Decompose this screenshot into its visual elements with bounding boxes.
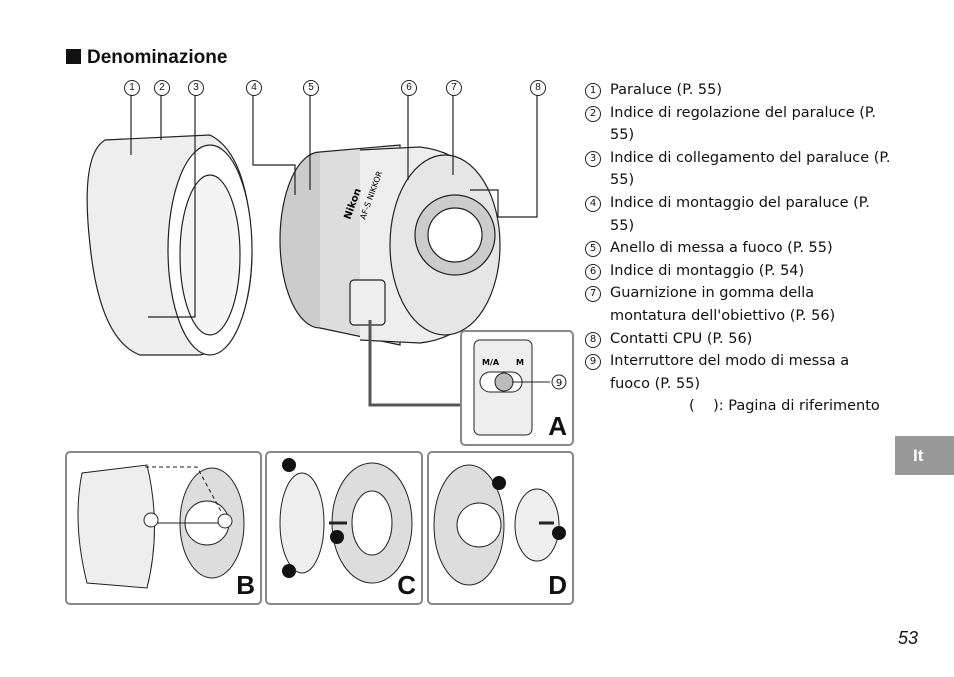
item-number: 3 <box>585 150 601 167</box>
list-item: 7 Guarnizione in gomma della montatura de… <box>585 282 870 327</box>
lens-cap-illustration <box>279 458 413 584</box>
item-number: 7 <box>585 286 601 303</box>
item-text: Contatti CPU (P. 56) <box>610 330 753 347</box>
item-number: 4 <box>585 195 601 212</box>
lens-illustration: Nikon AF-S NIKKOR <box>86 95 538 407</box>
list-item: 9 Interruttore del modo di messa a fuoco … <box>585 350 885 395</box>
list-item: 6 Indice di montaggio (P. 54) <box>585 260 900 283</box>
callout-5: 5 <box>303 80 319 96</box>
panel-a: 9 M/A M A <box>460 330 574 446</box>
switch-label-ma: M/A <box>482 358 500 367</box>
switch-label-m: M <box>516 358 524 367</box>
focus-switch-illustration: 9 M/A M <box>473 339 567 436</box>
item-text: Anello di messa a fuoco (P. 55) <box>610 240 833 257</box>
callout-2: 2 <box>154 80 170 96</box>
panel-c: C <box>265 451 423 605</box>
square-bullet-icon <box>66 49 81 64</box>
panel-d: D <box>427 451 574 605</box>
hood-attach-illustration <box>77 464 245 589</box>
list-item: 5 Anello di messa a fuoco (P. 55) <box>585 237 900 260</box>
item-text: Indice di montaggio (P. 54) <box>610 262 805 279</box>
panel-b: B <box>65 451 262 605</box>
callout-3: 3 <box>188 80 204 96</box>
list-item: 8 Contatti CPU (P. 56) <box>585 328 900 351</box>
page-number: 53 <box>898 628 919 648</box>
parts-list: 1 Paraluce (P. 55) 2 Indice di regolazione… <box>585 79 900 418</box>
callout-4: 4 <box>246 80 262 96</box>
panel-label-b: B <box>236 570 255 600</box>
item-text: Indice di montaggio del paraluce (P. 55) <box>610 194 870 234</box>
panel-label-d: D <box>548 570 567 600</box>
item-text: Paraluce (P. 55) <box>610 82 723 98</box>
callout-9: 9 <box>556 378 562 389</box>
item-number: 1 <box>585 83 601 99</box>
item-number: 2 <box>585 105 601 122</box>
list-item: 2 Indice di regolazione del paraluce (P. … <box>585 102 880 147</box>
panel-label-c: C <box>397 570 416 600</box>
reference-note: ( ): Pagina di riferimento <box>689 398 880 415</box>
list-item: 3 Indice di collegamento del paraluce (P.… <box>585 147 900 192</box>
list-item: 1 Paraluce (P. 55) <box>585 79 880 102</box>
callout-8: 8 <box>530 80 546 96</box>
item-text: Interruttore del modo di messa a fuoco (… <box>610 353 850 392</box>
panel-label-a: A <box>548 411 567 441</box>
item-number: 9 <box>585 354 601 371</box>
callout-6: 6 <box>401 80 417 96</box>
section-title-text: Denominazione <box>87 47 228 68</box>
item-number: 6 <box>585 263 601 280</box>
item-text: Indice di regolazione del paraluce (P. 5… <box>610 104 876 144</box>
callout-1: 1 <box>124 80 140 96</box>
section-title: Denominazione <box>66 47 227 69</box>
callout-7: 7 <box>446 80 462 96</box>
item-number: 8 <box>585 331 601 348</box>
list-item: 4 Indice di montaggio del paraluce (P. 55… <box>585 192 880 237</box>
item-text: Guarnizione in gomma della montatura del… <box>610 285 836 324</box>
item-text: Indice di collegamento del paraluce (P. … <box>610 149 891 189</box>
rear-cap-illustration <box>433 464 566 586</box>
item-number: 5 <box>585 241 601 258</box>
language-tab[interactable]: It <box>895 436 954 475</box>
